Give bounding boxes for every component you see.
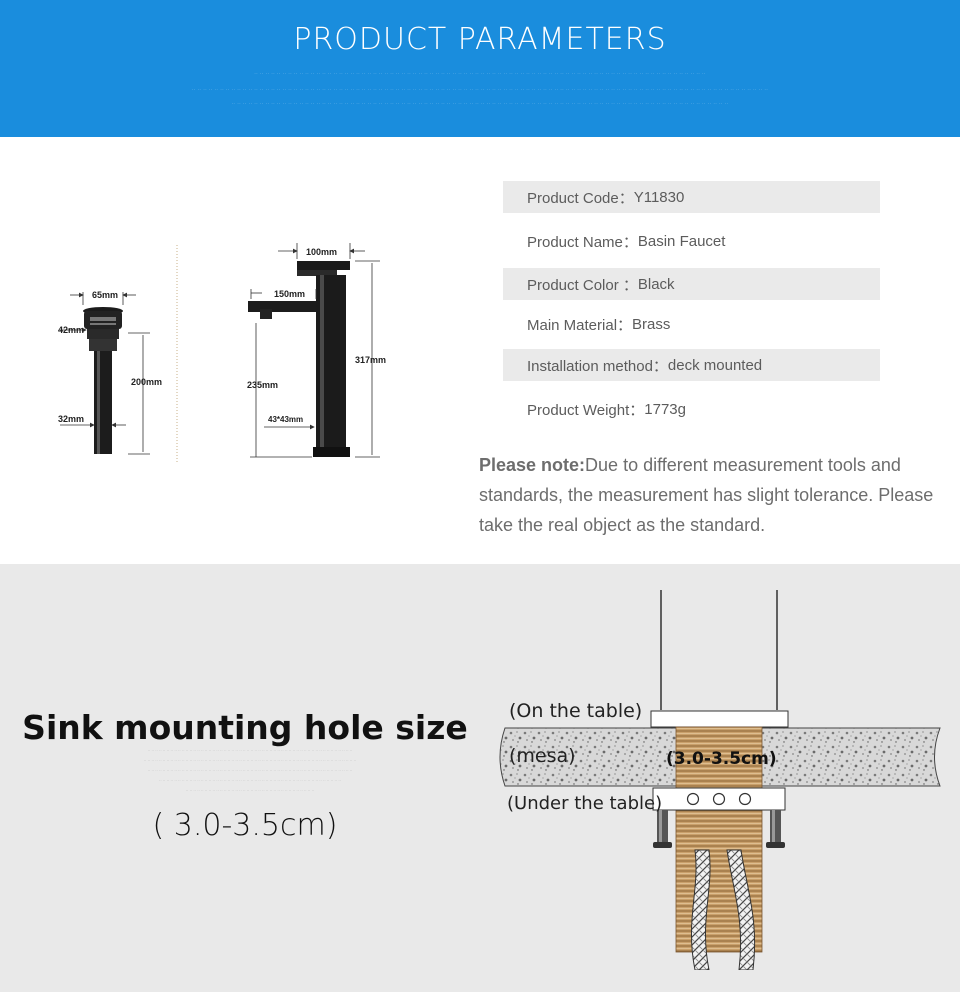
note-text: Due to different measurement tools and s… <box>479 455 934 535</box>
note-lead: Please note: <box>479 455 586 475</box>
mounting-title: Sink mounting hole size <box>22 708 468 747</box>
dim-faucet-top-width: 100mm <box>306 247 337 257</box>
param-row-name: Product Name： Basin Faucet <box>503 225 880 257</box>
dim-faucet-spout-height: 235mm <box>247 380 278 390</box>
decorative-filler-text: ·· ·· ·· ·· ·· ·· ·· ·· ·· ·· ·· ·· ·· ·… <box>191 87 769 93</box>
param-row-color: Product Color ： Black <box>503 268 880 300</box>
param-row-code: Product Code： Y11830 <box>503 181 880 213</box>
decorative-filler-text: ·· ·· ·· ·· ·· ·· ·· ·· ·· ·· ·· ·· ·· ·… <box>231 101 729 107</box>
dim-faucet-base-size: 43*43mm <box>268 415 303 424</box>
mounting-hole-size: ( 3.0-3.5cm) <box>152 808 338 843</box>
param-row-material: Main Material： Brass <box>503 308 880 340</box>
dim-drain-height: 200mm <box>131 377 162 387</box>
dimension-drawing: 65mm 42mm 200mm 32mm 100mm 150mm 235mm 3… <box>58 243 386 463</box>
label-on-table: (On the table) <box>509 700 643 722</box>
param-label: Installation method： <box>527 357 668 375</box>
measurement-note: Please note:Due to different measurement… <box>479 450 949 540</box>
page-title: PRODUCT PARAMETERS <box>293 22 667 57</box>
param-value: Y11830 <box>633 188 685 206</box>
faucet-drawing <box>248 243 380 458</box>
dim-faucet-total-height: 317mm <box>355 355 386 365</box>
param-row-installation: Installation method： deck mounted <box>503 349 880 381</box>
label-mesa: (mesa) <box>509 745 576 767</box>
decorative-filler-text: ·· ·· ·· ·· ·· ·· ·· ·· ·· ·· ·· ·· ·· ·… <box>185 788 315 793</box>
dim-drain-top-width: 65mm <box>92 290 118 300</box>
param-value: Basin Faucet <box>637 232 726 250</box>
param-value: Black <box>637 275 675 293</box>
param-value: deck mounted <box>667 356 763 374</box>
param-label: Product Code： <box>527 189 634 207</box>
param-row-weight: Product Weight： 1773g <box>503 393 880 425</box>
installation-diagram <box>499 590 941 970</box>
label-hole-size: (3.0-3.5cm) <box>666 749 777 769</box>
param-label: Product Color ： <box>527 276 638 294</box>
decorative-filler-text: ·· ·· ·· ·· ·· ·· ·· ·· ·· ·· ·· ·· ·· ·… <box>147 748 353 753</box>
param-label: Product Weight： <box>527 401 645 419</box>
param-value: Brass <box>632 315 671 333</box>
drain-drawing <box>60 292 150 455</box>
decorative-filler-text: ·· ·· ·· ·· ·· ·· ·· ·· ·· ·· ·· ·· ·· ·… <box>143 758 357 763</box>
dim-drain-pipe-width: 32mm <box>58 414 84 424</box>
header-banner: PRODUCT PARAMETERS ·· ·· ·· ·· ·· ·· ·· … <box>0 0 960 137</box>
dim-drain-cap-height: 42mm <box>58 325 84 335</box>
param-value: 1773g <box>644 400 686 418</box>
param-label: Main Material： <box>527 316 633 334</box>
param-label: Product Name： <box>527 233 638 251</box>
dim-faucet-spout-length: 150mm <box>274 289 305 299</box>
decorative-filler-text: ·· ·· ·· ·· ·· ·· ·· ·· ·· ·· ·· ·· ·· ·… <box>254 71 706 77</box>
label-under-table: (Under the table) <box>507 793 663 814</box>
decorative-filler-text: ·· ·· ·· ·· ·· ·· ·· ·· ·· ·· ·· ·· ·· ·… <box>147 768 353 773</box>
decorative-filler-text: ·· ·· ·· ·· ·· ·· ·· ·· ·· ·· ·· ·· ·· ·… <box>159 778 341 783</box>
